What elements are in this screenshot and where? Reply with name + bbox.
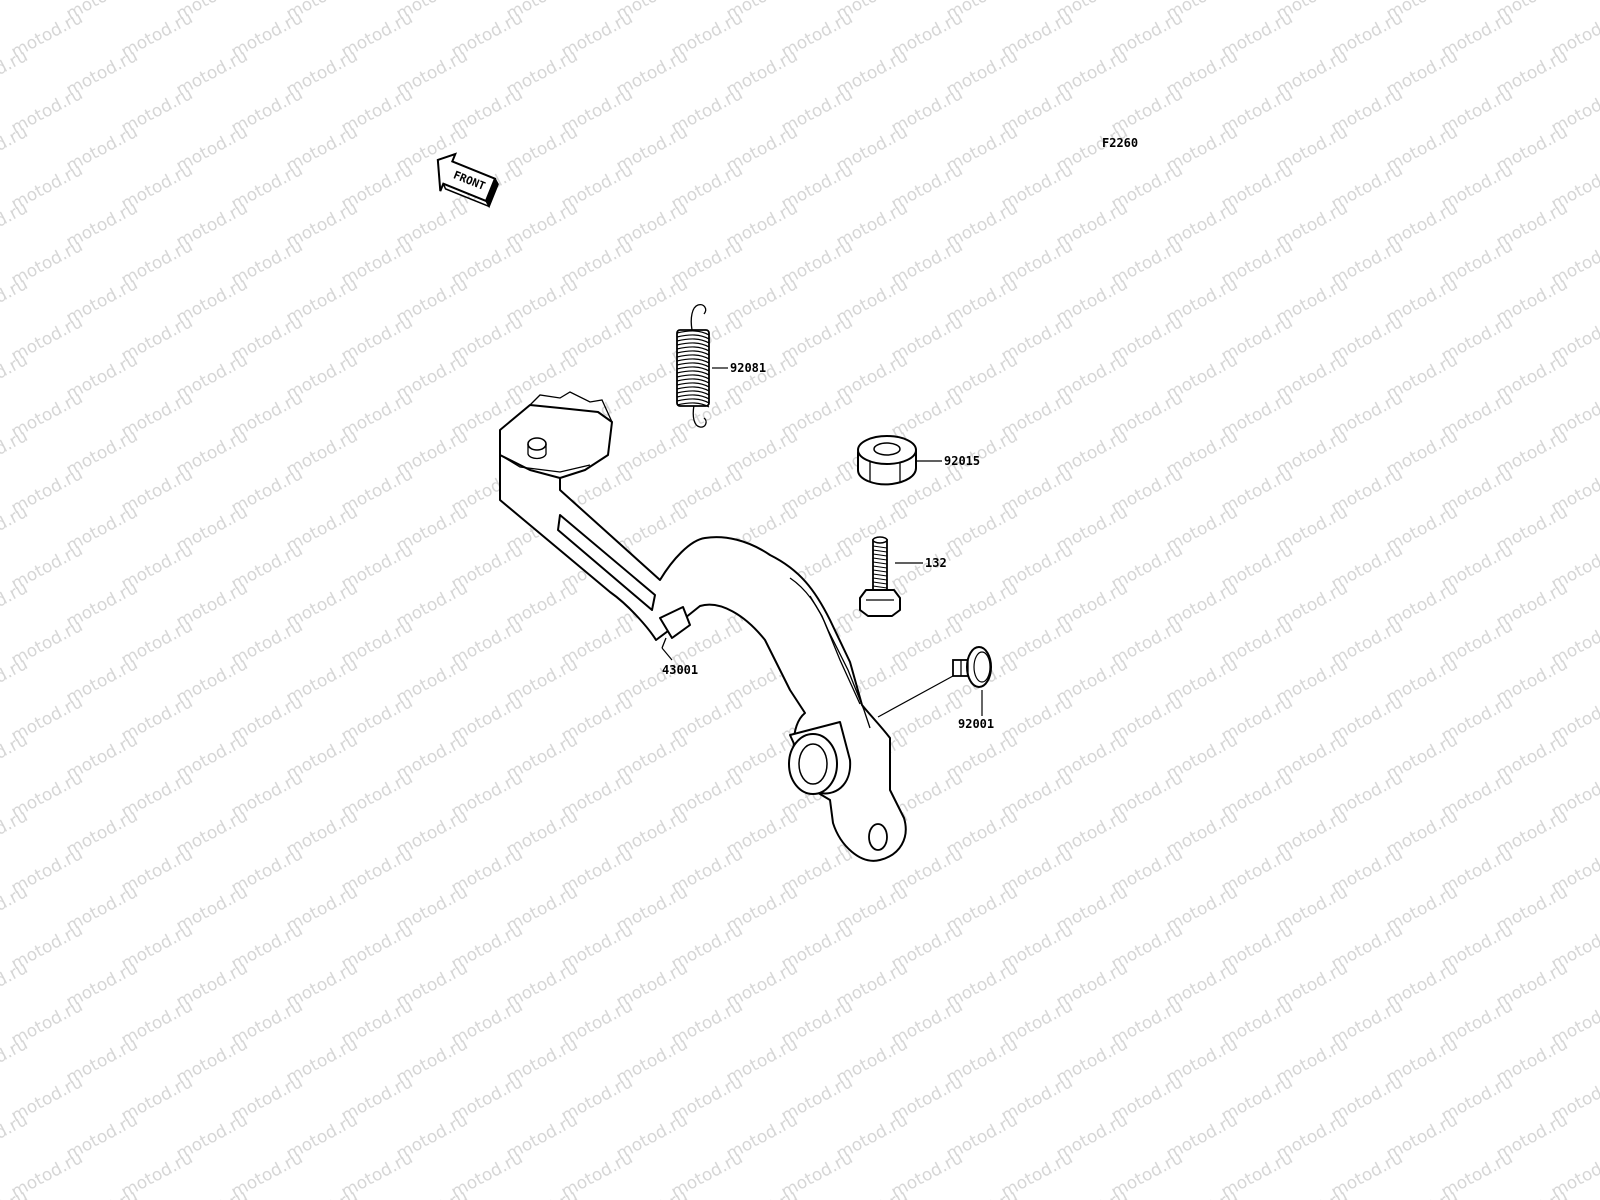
brake-pedal-part: 43001 xyxy=(499,391,907,862)
spring-coil xyxy=(676,374,710,380)
spring-coil xyxy=(676,354,710,360)
part-label-132: 132 xyxy=(925,556,947,570)
front-arrow-icon: FRONT xyxy=(436,152,499,209)
watermark-text: motod.ru xyxy=(63,1186,141,1200)
spring-part: 92081 xyxy=(676,303,766,428)
spring-coil xyxy=(676,386,710,392)
bolt-thread xyxy=(872,573,888,577)
watermark-text: motod.ru xyxy=(503,1186,581,1200)
spring-coil xyxy=(676,330,710,336)
spring-coil xyxy=(676,334,710,340)
spring-coil xyxy=(676,350,710,356)
spring-coil xyxy=(676,390,710,396)
spring-coil xyxy=(676,378,710,384)
watermark-text: motod.ru xyxy=(613,1186,691,1200)
spring-coil xyxy=(676,346,710,352)
watermark-text: motod.ru xyxy=(1273,1186,1351,1200)
bolt-thread xyxy=(872,545,888,549)
bolt-thread xyxy=(872,581,888,585)
part-label-92001: 92001 xyxy=(958,717,994,731)
spring-coil xyxy=(676,382,710,388)
bolt-threads xyxy=(872,545,888,589)
spring-coil xyxy=(676,366,710,372)
watermark-text: motod.ru xyxy=(1053,1186,1131,1200)
watermark-text: motod.ru xyxy=(1383,1186,1461,1200)
watermark-text: motod.ru xyxy=(943,1186,1021,1200)
watermark-text: motod.ru xyxy=(393,1186,471,1200)
spring-coil xyxy=(676,362,710,368)
nut-part: 92015 xyxy=(857,435,980,486)
bolt-thread xyxy=(872,553,888,557)
bolt-thread xyxy=(872,549,888,553)
bolt-thread xyxy=(872,557,888,561)
bolt-thread xyxy=(872,561,888,565)
part-label-92015: 92015 xyxy=(944,454,980,468)
bolt-thread xyxy=(872,585,888,589)
spring-coils xyxy=(676,330,710,408)
spring-coil xyxy=(676,370,710,376)
watermark-text: motod.ru xyxy=(723,1186,801,1200)
spring-coil xyxy=(676,398,710,404)
bolt-thread xyxy=(872,569,888,573)
pin-part: 92001 xyxy=(877,646,994,731)
spring-coil xyxy=(676,394,710,400)
part-label-92081: 92081 xyxy=(730,361,766,375)
bolt-part: 132 xyxy=(859,536,947,617)
bolt-thread xyxy=(872,577,888,581)
spring-coil xyxy=(676,402,710,408)
watermark-text: motod.ru xyxy=(0,0,31,24)
watermark-text: motod.ru xyxy=(1163,1186,1241,1200)
bolt-thread xyxy=(872,565,888,569)
watermark-text: motod.ru xyxy=(1493,1186,1571,1200)
spring-coil xyxy=(676,358,710,364)
watermark-text: motod.ru xyxy=(833,1186,911,1200)
spring-coil xyxy=(676,338,710,344)
watermark-text: motod.ru xyxy=(173,1186,251,1200)
part-label-43001: 43001 xyxy=(662,663,698,677)
spring-coil xyxy=(676,342,710,348)
diagram-code: F2260 xyxy=(1102,136,1138,150)
watermark-text: motod.ru xyxy=(283,1186,361,1200)
